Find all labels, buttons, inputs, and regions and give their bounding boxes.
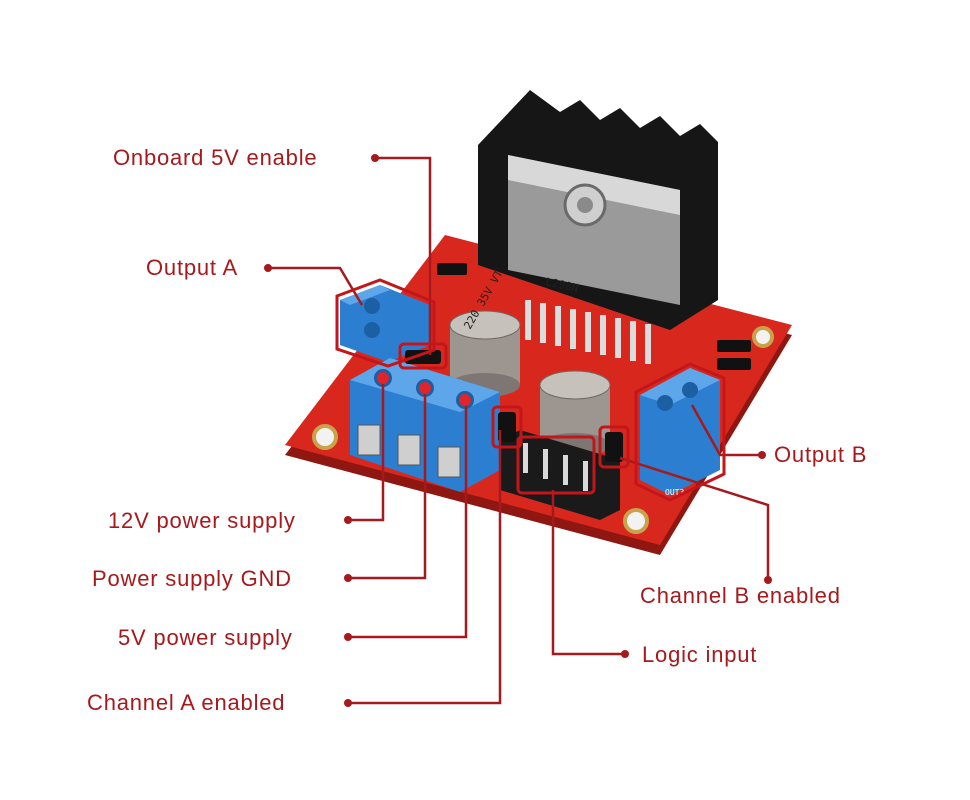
- callout-dots: [264, 154, 772, 707]
- logic-input-header: [500, 430, 620, 520]
- terminal-red-dots: [377, 372, 471, 406]
- out3-marking: OUT3: [665, 488, 684, 497]
- heatsink: L298N: [478, 90, 718, 364]
- label-channel-a-enabled: Channel A enabled: [87, 690, 286, 715]
- label-output-b: Output B: [774, 442, 868, 467]
- highlight-marks: [335, 278, 726, 502]
- jumpers: [405, 263, 751, 462]
- label-output-a: Output A: [146, 255, 239, 280]
- callout-lines: [268, 156, 770, 705]
- label-channel-b-enabled: Channel B enabled: [640, 583, 841, 608]
- label-onboard-5v-enable: Onboard 5V enable: [113, 145, 318, 170]
- label-12v-power-supply: 12V power supply: [108, 508, 296, 533]
- terminal-output-b: OUT3: [640, 368, 720, 497]
- label-power-supply-gnd: Power supply GND: [92, 566, 292, 591]
- label-logic-input: Logic input: [642, 642, 758, 667]
- label-5v-power-supply: 5V power supply: [118, 625, 293, 650]
